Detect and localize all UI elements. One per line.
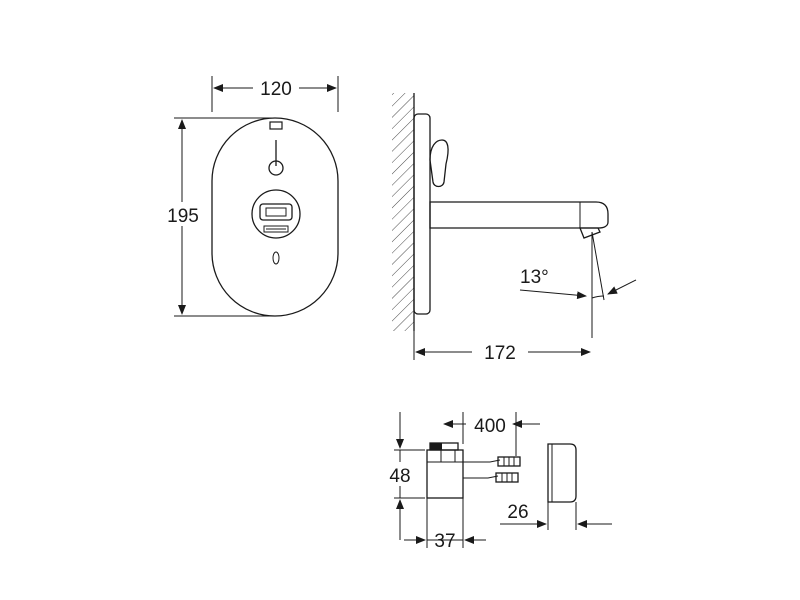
dim-projection-label: 172 [484,343,516,364]
dim-front-width-label: 120 [260,79,292,100]
dim-angle-leader-2 [607,279,637,295]
front-plate [211,117,339,317]
dim-angle-leader [519,289,587,300]
side-lever [429,139,449,188]
lever-knob [268,160,284,176]
sensor-window [259,203,293,221]
wall-hatch [392,93,414,331]
spout-body [429,201,609,229]
dim-front-height-label: 195 [167,206,199,227]
dim-angle-label: 13° [520,267,549,288]
install-box-view: 400 48 37 26 [382,412,612,552]
side-plate [413,113,431,315]
dim-box-height-label: 48 [389,466,410,487]
spout-aerator [579,227,601,239]
dim-box-width-label: 37 [434,531,455,552]
indicator-oval [272,251,280,265]
dim-cover-depth-label: 26 [507,502,528,523]
cover-cap [547,443,577,503]
front-view: 120 195 [160,76,339,317]
cable-lower [463,475,499,479]
dim-box-depth-label: 400 [474,416,506,437]
logo-mark [269,121,283,130]
cable-upper [463,459,501,463]
side-view: 13° 172 [392,93,637,364]
control-box [426,449,464,499]
sensor-ring [251,189,301,239]
